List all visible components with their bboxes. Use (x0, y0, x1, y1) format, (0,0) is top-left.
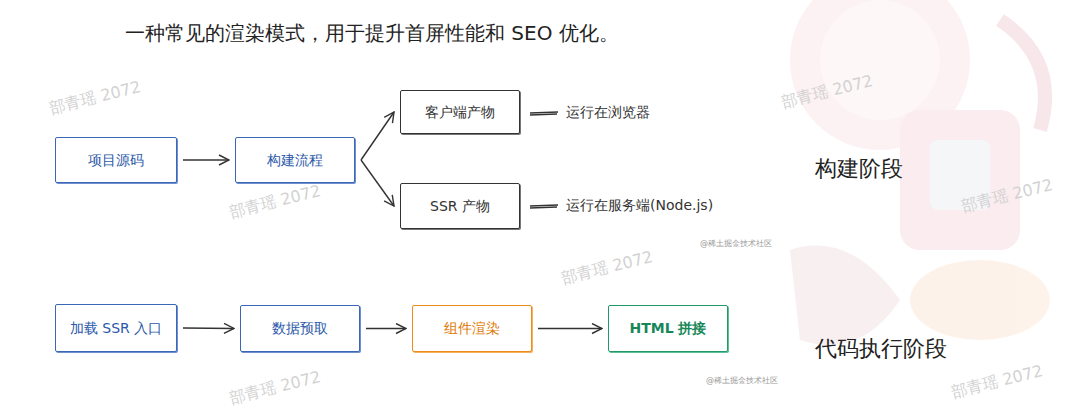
flow-arrow (366, 328, 406, 329)
source-mark: @稀土掘金技术社区 (706, 376, 778, 386)
leader-line (530, 112, 558, 113)
leader-line (530, 205, 558, 206)
watermark: 部青瑶 2072 (47, 77, 143, 118)
process-box: 项目源码 (55, 137, 177, 183)
astronaut-illustration (790, 0, 1050, 345)
annotation-text: 运行在服务端(Node.js) (566, 197, 713, 214)
source-mark: @稀土掘金技术社区 (700, 239, 772, 249)
process-box: SSR 产物 (400, 183, 520, 229)
annotation-text: 运行在浏览器 (566, 104, 650, 121)
process-box: 客户端产物 (400, 90, 520, 134)
box-text: 组件渲染 (444, 320, 500, 337)
process-box: HTML 拼接 (608, 305, 728, 352)
flow-arrow (183, 327, 234, 329)
box-text: HTML 拼接 (630, 320, 707, 337)
process-box: 构建流程 (235, 137, 355, 183)
leader-line (530, 114, 557, 115)
flow-arrow (361, 112, 394, 160)
leader-line (530, 207, 557, 208)
box-text: 项目源码 (88, 152, 144, 169)
process-box: 加载 SSR 入口 (55, 304, 177, 352)
stage-label: 构建阶段 (815, 156, 903, 182)
flow-arrow (538, 328, 602, 329)
title: 一种常见的渲染模式，用于提升首屏性能和 SEO 优化。 (125, 20, 619, 47)
box-text: 数据预取 (272, 320, 328, 337)
box-text: 加载 SSR 入口 (70, 320, 162, 337)
watermark: 部青瑶 2072 (227, 181, 323, 222)
flow-arrow (361, 160, 394, 206)
box-text: 客户端产物 (425, 104, 495, 121)
flow-arrow (183, 159, 229, 160)
watermark: 部青瑶 2072 (559, 247, 655, 288)
watermark: 部青瑶 2072 (227, 367, 323, 408)
leader-lines (530, 112, 558, 208)
process-box: 数据预取 (240, 305, 360, 352)
box-text: 构建流程 (267, 152, 323, 169)
box-text: SSR 产物 (430, 198, 490, 215)
stage-label: 代码执行阶段 (815, 336, 947, 362)
watermark: 部青瑶 2072 (949, 361, 1045, 402)
process-box: 组件渲染 (412, 305, 532, 352)
